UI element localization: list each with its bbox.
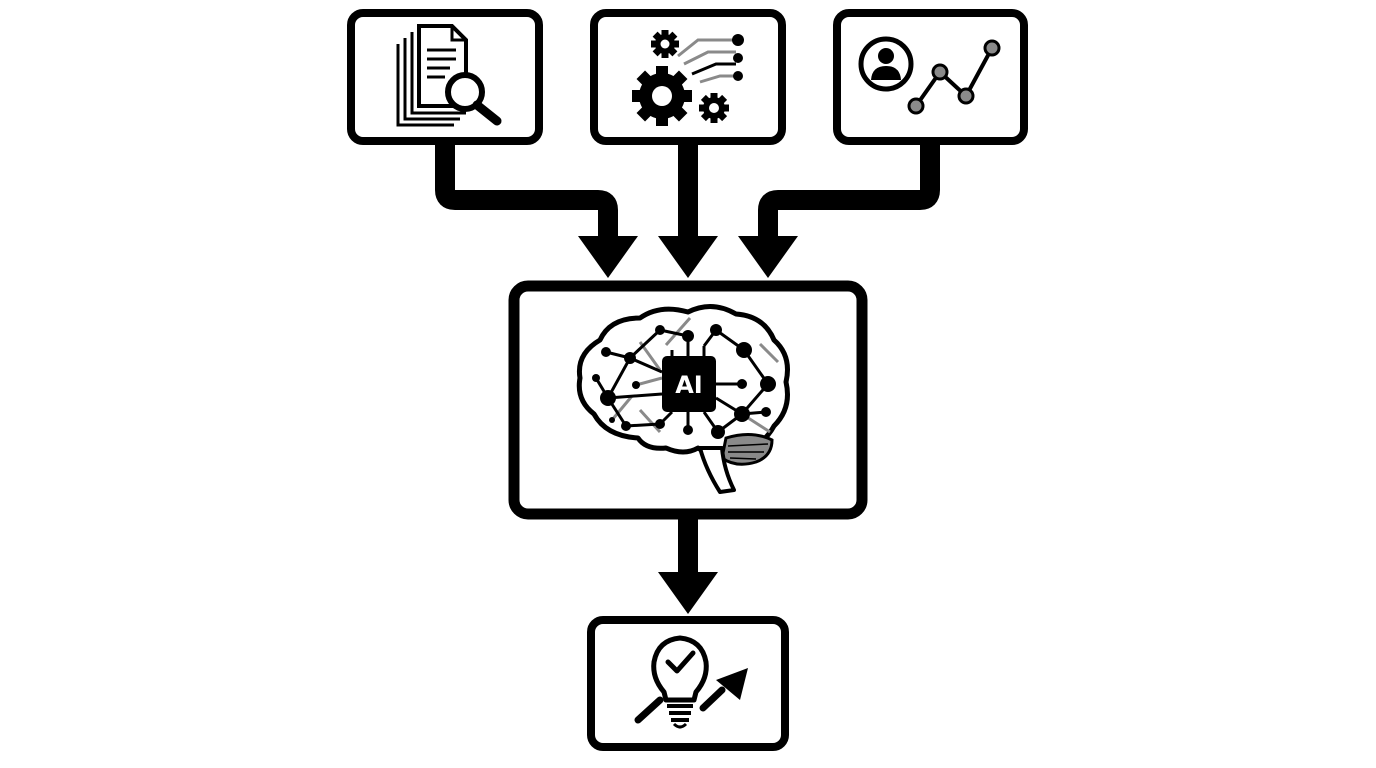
insight-growth-icon <box>634 635 748 729</box>
ai-brain-icon: AI <box>576 304 790 494</box>
connector-documents-to-ai <box>435 145 638 278</box>
connector-ai-to-output <box>658 518 718 614</box>
ai-chip: AI <box>662 356 716 412</box>
gears-network-icon <box>632 30 744 126</box>
user-trend-icon <box>858 36 1001 115</box>
ai-chip-label: AI <box>675 371 703 399</box>
input-box-processes <box>590 9 786 145</box>
connector-analytics-to-ai <box>738 145 940 278</box>
input-box-documents <box>347 9 543 145</box>
ai-core-box: AI <box>508 280 868 520</box>
output-box-insight <box>587 616 789 751</box>
connector-processes-to-ai <box>658 145 718 278</box>
input-box-user-analytics <box>833 9 1028 145</box>
document-search-icon <box>396 24 502 127</box>
